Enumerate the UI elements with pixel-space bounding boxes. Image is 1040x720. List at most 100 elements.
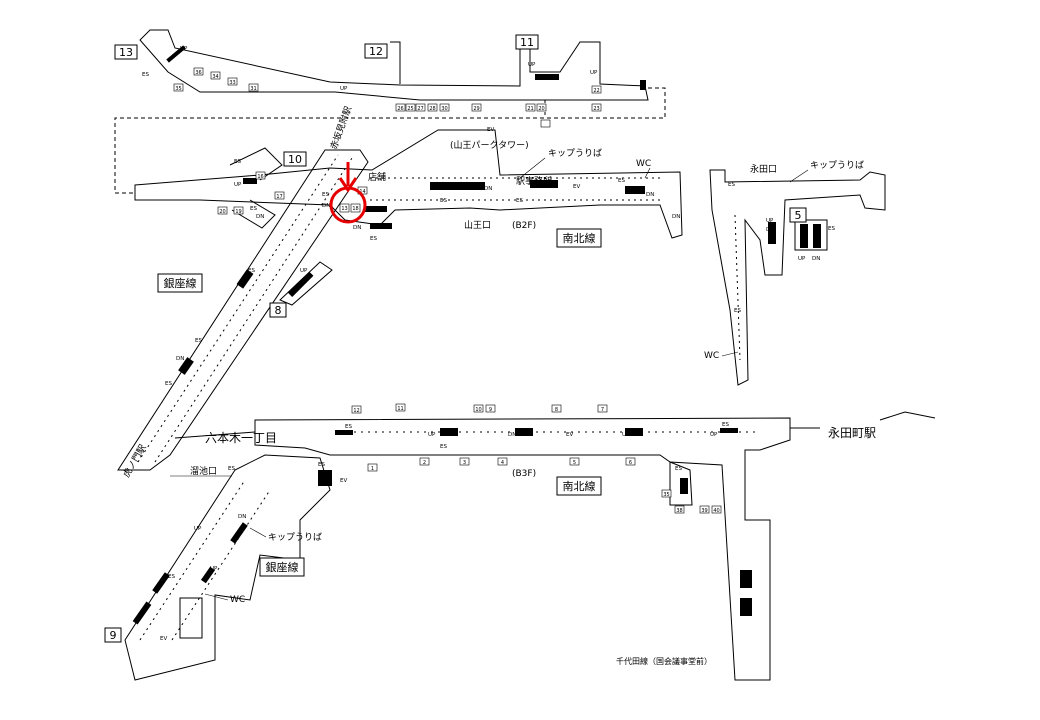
namboku-line-label-b2f: 南北線 xyxy=(563,231,596,245)
floor-b3f-label: (B3F) xyxy=(512,469,536,479)
es-label: ES xyxy=(728,182,735,188)
exit-3-small: 3 xyxy=(463,460,466,466)
exit-20-small: 20 xyxy=(538,106,544,112)
up-label: UP xyxy=(710,432,718,438)
es-label: ES xyxy=(440,198,447,204)
up-label: UP xyxy=(234,182,242,188)
up-label: UP xyxy=(210,566,218,572)
up-label: UP xyxy=(528,62,536,68)
es-label: ES xyxy=(165,381,172,387)
dn-label: DN xyxy=(484,186,492,192)
namboku-b2f-concourse xyxy=(134,129,683,239)
exit-34-small: 34 xyxy=(212,74,218,80)
exit-14-small: 14 xyxy=(359,189,365,195)
exit-6-small: 6 xyxy=(629,460,632,466)
exit-9-small: 9 xyxy=(489,407,492,413)
exit-21-small: 21 xyxy=(527,106,533,112)
ticket-label: キップうりば xyxy=(810,160,864,171)
exit-16-small: 16 xyxy=(257,174,263,180)
ev-label: EV xyxy=(340,478,347,484)
exit-5-label: 5 xyxy=(795,209,802,222)
exit-35-small: 35 xyxy=(175,86,181,92)
ev-label: EV xyxy=(573,184,580,190)
exit-12-label: 12 xyxy=(369,45,383,58)
exit-5-small: 5 xyxy=(573,460,576,466)
up-label: UP xyxy=(300,268,308,274)
dashed-connector xyxy=(114,87,666,194)
chiyoda-line-note: 千代田線（国会議事堂前） xyxy=(616,656,712,666)
exit-40-small: 40 xyxy=(713,508,719,514)
ticket-label: キップうりば xyxy=(268,532,322,543)
up-label: UP xyxy=(742,578,750,584)
namboku-line-label-b3f: 南北線 xyxy=(563,479,596,493)
exit-8-label: 8 xyxy=(275,304,282,317)
exit-9-label: 9 xyxy=(110,629,117,642)
ev-label: EV xyxy=(566,432,573,438)
exit-11-label: 11 xyxy=(520,36,534,49)
exit-12-small: 12 xyxy=(353,408,359,414)
dn-label: DN xyxy=(508,432,516,438)
sanno-exit-label: 山王口 xyxy=(464,220,491,231)
es-label: ES xyxy=(828,226,835,232)
exit-2-small: 2 xyxy=(423,460,426,466)
nagatacho-concourse xyxy=(709,169,886,386)
es-label: ES xyxy=(142,72,149,78)
exit-7-small: 7 xyxy=(601,407,604,413)
namboku-b3f-platform xyxy=(254,417,791,681)
exit-25-small: 25 xyxy=(407,106,413,112)
up-label: UP xyxy=(622,432,630,438)
exit-10-small: 10 xyxy=(475,407,481,413)
es-label: ES xyxy=(168,574,175,580)
es-label: ES xyxy=(516,198,523,204)
es-label: ES xyxy=(618,178,625,184)
dn-label: DN xyxy=(322,203,330,209)
wc-label: WC xyxy=(230,595,245,605)
exit-33-small: 33 xyxy=(229,80,235,86)
current-location-marker xyxy=(329,162,367,224)
dn-label: DN xyxy=(766,227,774,233)
up-label: UP xyxy=(590,70,598,76)
es-label: ES xyxy=(345,424,352,430)
ticket-label: キップうりば xyxy=(548,148,602,159)
dn-label: DN xyxy=(812,256,820,262)
exit-35b-small: 35 xyxy=(663,492,669,498)
station-office-label: 駅事務所 xyxy=(516,175,552,187)
es-label: ES xyxy=(742,606,749,612)
exit-38-small: 38 xyxy=(676,508,682,514)
dn-label: DN xyxy=(238,514,246,520)
wc-label: WC xyxy=(704,351,719,361)
exit-31-small: 31 xyxy=(250,86,256,92)
nagatacho-exit-label: 永田口 xyxy=(750,163,777,175)
akasaka-mitsuke-station-label: 赤坂見附駅 xyxy=(328,105,355,151)
es-label: ES xyxy=(234,159,241,165)
exit-13b-small: 13 xyxy=(341,206,347,212)
exit-4-small: 4 xyxy=(501,460,504,466)
ginza-line-label-lower: 銀座線 xyxy=(266,560,299,574)
dn-label: DN xyxy=(646,192,654,198)
exit-19-small: 19 xyxy=(235,209,241,215)
up-label: UP xyxy=(194,526,202,532)
top-corridor xyxy=(139,29,649,101)
up-label: UP xyxy=(340,86,348,92)
exit-13-label: 13 xyxy=(119,46,133,59)
floor-b2f-label: (B2F) xyxy=(512,221,536,231)
exit-22-small: 22 xyxy=(593,88,599,94)
dn-label: DN xyxy=(672,214,680,220)
shop-label: 店舗 xyxy=(368,171,386,183)
exit-10-label: 10 xyxy=(288,153,302,166)
up-label: UP xyxy=(766,218,774,224)
up-label: UP xyxy=(180,46,188,52)
exit-29-small: 29 xyxy=(473,106,479,112)
es-label: ES xyxy=(248,268,255,274)
sanno-park-tower-label: (山王パークタワー) xyxy=(450,140,529,151)
exit-17-small: 17 xyxy=(276,194,282,200)
es-label: ES xyxy=(722,422,729,428)
wc-label: WC xyxy=(636,159,651,169)
up-label: UP xyxy=(798,256,806,262)
up-label: UP xyxy=(428,432,436,438)
ev-label: EV xyxy=(160,636,167,642)
exit-18-small: 18 xyxy=(352,206,358,212)
roppongi-label: 六本木一丁目 xyxy=(205,431,277,445)
es-label: ES xyxy=(675,466,682,472)
exit-26-small: 26 xyxy=(397,106,403,112)
